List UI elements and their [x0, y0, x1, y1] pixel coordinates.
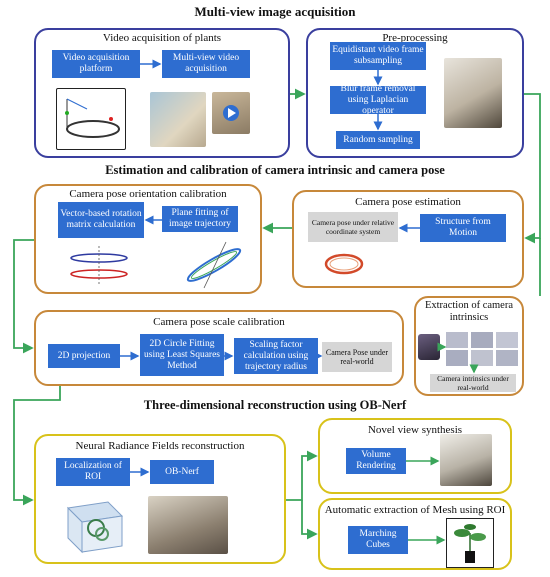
platform-image [56, 88, 126, 150]
roi-cube-icon [66, 501, 124, 554]
panel-title-preprocessing: Pre-processing [382, 32, 448, 44]
box-sfm: Structure from Motion [420, 214, 506, 242]
platform-ring-icon [65, 98, 120, 138]
section-title-reconstruction: Three-dimensional reconstruction using O… [143, 398, 407, 412]
box-random-sampling: Random sampling [336, 131, 420, 149]
box-scaling-factor: Scaling factor calculation using traject… [234, 338, 318, 374]
relative-pose-image [322, 248, 366, 278]
box-localization-roi: Localization of ROI [56, 458, 130, 486]
arrow-preprocessing-to-estimation [524, 93, 541, 244]
box-intrinsics-result: Camera intrinsics under real-world [430, 374, 516, 392]
panel-title-nerf: Neural Radiance Fields reconstruction [75, 440, 245, 452]
roi-point-cloud-image [58, 494, 128, 556]
box-multiview-video: Multi-view video acquisition [162, 50, 250, 78]
aligned-trajectory-image [64, 244, 134, 288]
novel-view-image [440, 434, 492, 486]
panel-title-novel-view: Novel view synthesis [367, 424, 463, 436]
plant-mesh-icon [454, 524, 486, 563]
panel-title-intrinsics: Extraction of camera intrinsics [424, 300, 514, 323]
tilted-trajectory-image [176, 240, 252, 290]
section-title-estimation: Estimation and calibration of camera int… [105, 163, 445, 177]
preprocessing-photo [444, 58, 502, 128]
panel-title-orientation: Camera pose orientation calibration [69, 188, 227, 200]
panel-title-video-acquisition: Video acquisition of plants [102, 32, 222, 44]
tilted-ring-icon [186, 241, 242, 289]
arrow-orientation-to-scale [13, 239, 34, 354]
checkerboard-icon [446, 332, 518, 366]
panel-title-scale: Camera pose scale calibration [153, 316, 285, 328]
phone-image [418, 334, 440, 360]
box-volume-rendering: Volume Rendering [346, 448, 406, 474]
section-title-multiview: Multi-view image acquisition [194, 4, 356, 19]
multiview-photo-2 [212, 92, 250, 134]
play-icon [223, 105, 239, 121]
aligned-rings-icon [70, 246, 128, 286]
box-plane-fitting: Plane fitting of image trajectory [162, 206, 238, 232]
box-video-platform: Video acquisition platform [52, 50, 140, 78]
panel-title-pose-estimation: Camera pose estimation [355, 196, 461, 208]
calibration-grid-images [446, 332, 518, 366]
box-obnerf: OB-Nerf [150, 460, 214, 484]
box-circle-fitting: 2D Circle Fitting using Least Squares Me… [140, 334, 224, 376]
arrow-nerf-to-mesh [301, 500, 318, 540]
box-2d-projection: 2D projection [48, 344, 120, 368]
arrow-scale-to-nerf [13, 386, 61, 506]
box-vector-rotation: Vector-based rotation matrix calculation [58, 202, 144, 238]
box-blur-removal: Blur frame removal using Laplacian opera… [330, 84, 426, 116]
camera-ring-icon [324, 253, 364, 275]
mesh-image [446, 518, 494, 568]
box-real-world-pose: Camera Pose under real-world [322, 342, 392, 372]
box-equidistant: Equidistant video frame subsampling [330, 42, 426, 70]
obnerf-render-image [148, 496, 228, 554]
box-marching-cubes: Marching Cubes [348, 526, 408, 554]
multiview-photo-1 [150, 92, 206, 147]
box-relative-pose: Camera pose under relative coordinate sy… [308, 212, 398, 242]
panel-title-mesh: Automatic extraction of Mesh using ROI [324, 504, 506, 516]
arrow-nerf-to-novel-view [286, 450, 318, 501]
